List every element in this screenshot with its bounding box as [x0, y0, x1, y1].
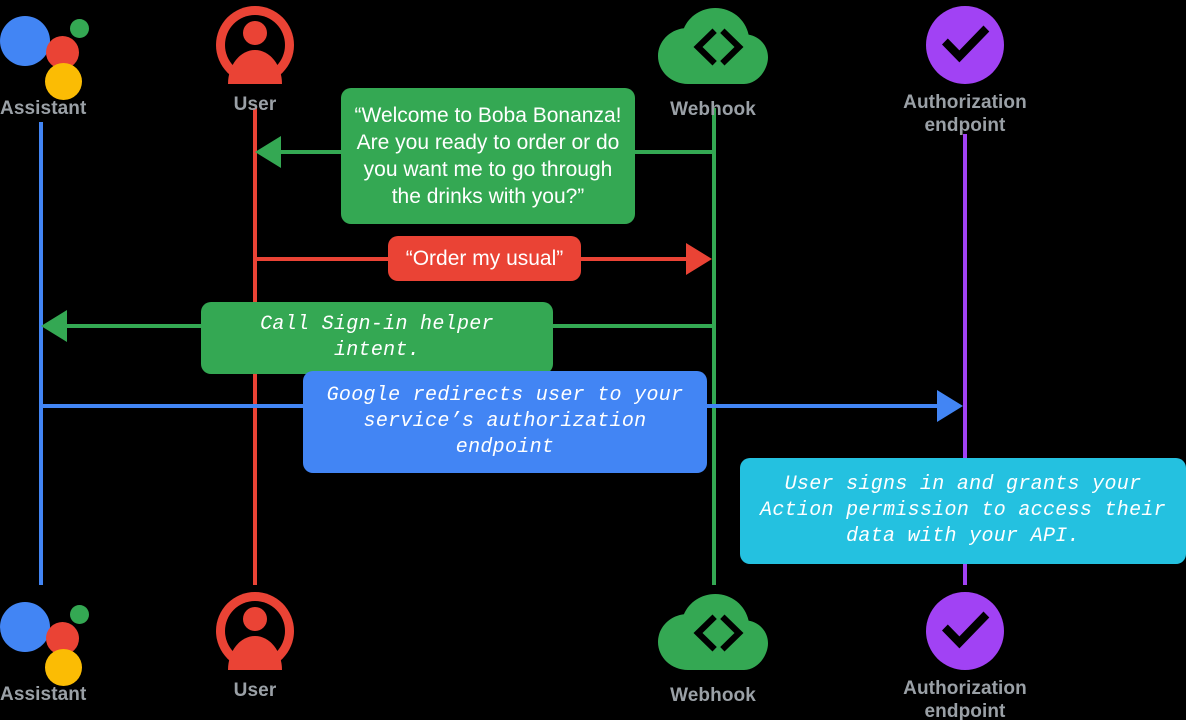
cloud-code-icon [658, 594, 768, 670]
cloud-code-icon [658, 8, 768, 84]
assistant-dot-yellow-icon [45, 63, 82, 100]
assistant-dot-yellow-icon [45, 649, 82, 686]
actor-label-auth-top: Authorization endpoint [903, 92, 1027, 136]
lifeline-assistant [39, 122, 43, 585]
actor-user-bottom: User [216, 592, 294, 702]
actor-label-assistant-top: Assistant [0, 98, 87, 119]
user-avatar-icon [216, 592, 294, 670]
actor-auth-top: Authorization endpoint [860, 6, 1070, 137]
arrow-head-redirect [937, 390, 963, 422]
message-bubble-signin: Call Sign-in helper intent. [201, 302, 553, 374]
google-assistant-logo-icon [0, 8, 90, 100]
user-avatar-head [243, 21, 267, 45]
actor-assistant-bottom: Assistant [0, 594, 90, 706]
message-bubble-order: “Order my usual” [388, 236, 581, 281]
assistant-dot-blue-icon [0, 602, 50, 652]
user-avatar-head [243, 607, 267, 631]
actor-webhook-bottom: Webhook [657, 594, 769, 707]
actor-assistant-top: Assistant [0, 8, 90, 120]
assistant-dot-blue-icon [0, 16, 50, 66]
actor-label-auth-bottom: Authorization endpoint [903, 678, 1027, 720]
arrow-head-welcome [255, 136, 281, 168]
purple-check-circle-icon [926, 6, 1004, 84]
actor-label-user-top: User [233, 94, 277, 115]
assistant-dot-green-icon [70, 19, 89, 38]
actor-auth-bottom: Authorization endpoint [860, 592, 1070, 720]
arrow-head-order [686, 243, 712, 275]
actor-label-user-bottom: User [233, 680, 277, 701]
actor-label-webhook-top: Webhook [670, 99, 756, 120]
assistant-dot-green-icon [70, 605, 89, 624]
actor-label-webhook-bottom: Webhook [670, 685, 756, 706]
message-bubble-user-signs-in: User signs in and grants your Action per… [740, 458, 1186, 564]
lifeline-webhook [712, 108, 716, 585]
message-bubble-redirect: Google redirects user to your service’s … [303, 371, 707, 473]
actor-user-top: User [216, 6, 294, 116]
google-assistant-logo-icon [0, 594, 90, 686]
arrow-head-signin [41, 310, 67, 342]
actor-label-assistant-bottom: Assistant [0, 684, 87, 705]
user-avatar-icon [216, 6, 294, 84]
message-bubble-welcome: “Welcome to Boba Bonanza! Are you ready … [341, 88, 635, 224]
purple-check-circle-icon [926, 592, 1004, 670]
actor-webhook-top: Webhook [657, 8, 769, 121]
lifeline-auth [963, 134, 967, 585]
